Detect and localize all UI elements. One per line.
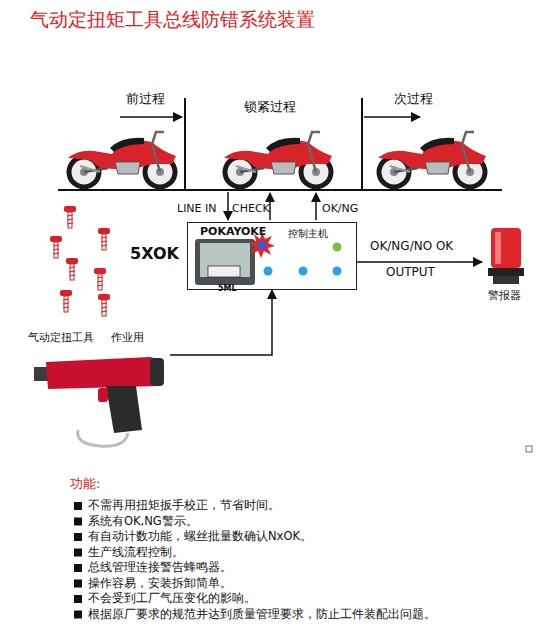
annotation-label: 5XOK [130, 245, 179, 263]
node-text: 气动定扭工具 [28, 332, 94, 345]
node-text: 5ML [218, 284, 237, 293]
function-item: 生产线流程控制。 [88, 546, 184, 559]
node-text: 控制主机 [288, 228, 328, 240]
torque-tool: 气动定扭工具 作业用 [25, 330, 170, 440]
alarm-lamp: 警报器 [482, 224, 532, 306]
function-item: 系统有OK,NG警示。 [88, 515, 198, 528]
function-item: 有自动计数功能，螺丝批量数确认NxOK。 [88, 530, 312, 543]
edge-label: OK/NG/NO OK [370, 240, 453, 254]
signal-arrow [170, 290, 272, 355]
node-text: POKAYOKE [200, 226, 266, 239]
annotation-label: OUTPUT [386, 266, 435, 280]
function-item: 不会受到工厂气压变化的影响。 [88, 592, 256, 605]
node-text: 警报器 [488, 290, 521, 303]
function-item: 不需再用扭矩扳手校正，节省时间。 [88, 499, 280, 512]
node-text: 作业用 [111, 332, 144, 345]
touch-screen: 5ML [196, 240, 256, 286]
annotation-label: OK/NG [322, 203, 358, 216]
function-item: 根据原厂要求的规范并达到质量管理要求，防止工件装配出问题。 [88, 608, 436, 621]
signal-arrow [357, 261, 482, 263]
annotation-label: 前过程 [126, 92, 165, 107]
title: 气动定扭矩工具总线防错系统装置 [30, 7, 315, 33]
annotation-label: 锁紧过程 [244, 100, 296, 115]
function-item: 总线管理连接警告蜂鸣器。 [88, 561, 232, 574]
annotation-label: 次过程 [394, 92, 433, 107]
annotation-label: LINE IN [177, 203, 217, 216]
function-item: 操作容易，安装拆卸简单。 [88, 577, 232, 590]
annotation-label: CHECK [232, 203, 270, 216]
annotation-label: 功能: [70, 477, 100, 492]
control-unit-box: POKAYOKE 控制主机 5ML [187, 222, 357, 290]
